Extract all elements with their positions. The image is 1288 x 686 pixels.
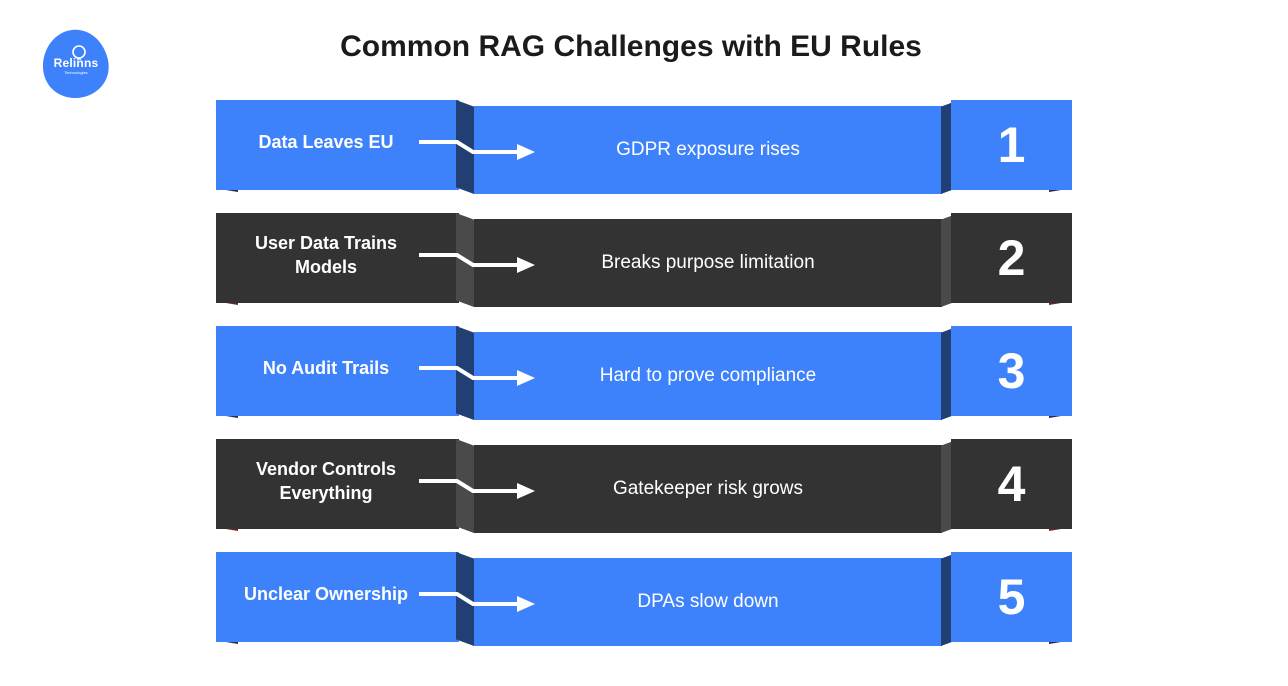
challenge-row-5: Unclear Ownership DPAs slow down 5 [213, 552, 1075, 648]
logo-tagline: Technologies [64, 70, 88, 75]
outcome-panel [474, 445, 942, 533]
number-panel [951, 552, 1072, 642]
outcome-panel [474, 332, 942, 420]
challenge-outcome: GDPR exposure rises [616, 139, 800, 160]
logo-wordmark: Relinns [53, 56, 99, 70]
outcome-panel [474, 219, 942, 307]
arrow-right-icon [419, 592, 535, 612]
challenge-row-2: User Data Trains Models Breaks purpose l… [213, 213, 1075, 309]
challenge-outcome: Gatekeeper risk grows [612, 478, 804, 499]
challenge-number: 1 [997, 117, 1026, 173]
challenge-number: 2 [997, 230, 1026, 286]
challenge-number: 3 [997, 343, 1026, 399]
challenge-row-4: Vendor Controls Everything Gatekeeper ri… [213, 439, 1075, 535]
challenge-label: No Audit Trails [262, 358, 390, 378]
arrow-right-icon [419, 479, 535, 499]
challenge-row-3: No Audit Trails Hard to prove compliance… [213, 326, 1075, 422]
challenge-label-panel [216, 552, 459, 642]
challenge-row-1: Data Leaves EU GDPR exposure rises 1 [213, 100, 1075, 196]
number-panel [951, 100, 1072, 190]
challenge-label-panel [216, 326, 459, 416]
logo-blob-icon [42, 29, 109, 98]
challenge-outcome: Breaks purpose limitation [601, 252, 815, 273]
challenge-label: User Data Trains Models [254, 233, 398, 277]
challenge-outcome: DPAs slow down [637, 591, 779, 612]
challenge-label-panel [216, 213, 459, 303]
outcome-panel [474, 106, 942, 194]
relinns-logo: Relinns Technologies [42, 28, 110, 98]
number-panel [951, 213, 1072, 303]
challenge-outcome: Hard to prove compliance [599, 365, 817, 386]
page-title: Common RAG Challenges with EU Rules [340, 30, 922, 63]
arrow-right-icon [419, 140, 535, 160]
arrow-right-icon [419, 366, 535, 386]
challenge-label: Data Leaves EU [258, 132, 394, 152]
arrow-right-icon [419, 253, 535, 273]
challenge-number: 5 [997, 569, 1026, 625]
outcome-panel [474, 558, 942, 646]
number-panel [951, 326, 1072, 416]
challenge-label: Vendor Controls Everything [255, 459, 396, 503]
number-panel [951, 439, 1072, 529]
challenge-label-panel [216, 100, 459, 190]
challenge-number: 4 [997, 456, 1026, 512]
challenge-label-panel [216, 439, 459, 529]
challenge-label: Unclear Ownership [243, 584, 409, 604]
